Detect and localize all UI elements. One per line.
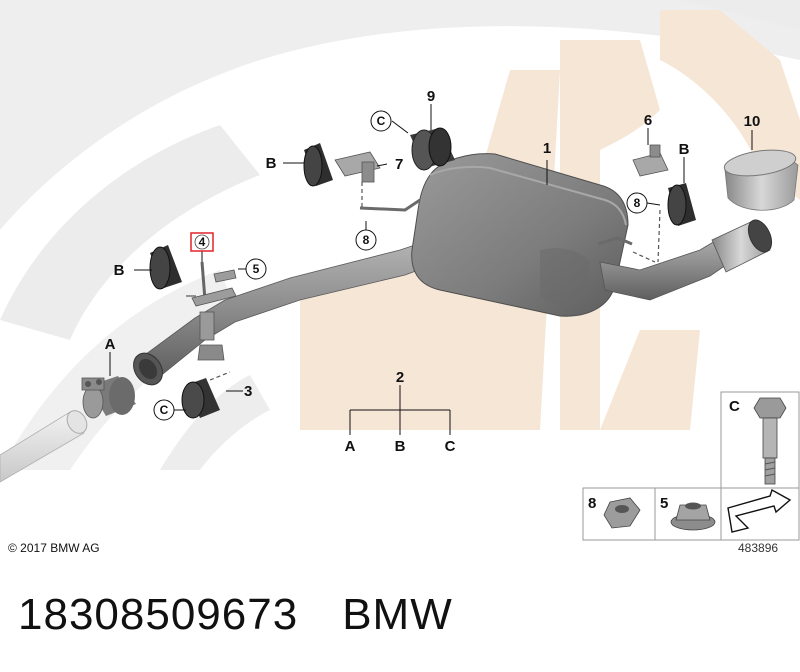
rubber-hanger-b-right [667, 183, 696, 226]
callout-10: 10 [744, 113, 761, 130]
callout-6: 6 [644, 112, 652, 129]
callout-c-top: C [377, 114, 386, 128]
tail-sleeve-10 [723, 149, 799, 211]
rear-muffler [411, 153, 629, 317]
legend-label-c: C [729, 398, 740, 415]
callout-9: 9 [427, 88, 435, 105]
part-caption: 18308509673 BMW [18, 590, 453, 640]
tree-label-a: A [345, 438, 356, 455]
tree-label-c: C [445, 438, 456, 455]
legend-label-5: 5 [660, 495, 668, 512]
circled-callouts: C C 8 8 5 4 [153, 110, 648, 421]
tightening-arrow-icon [727, 488, 792, 533]
fastener-legend: C 8 5 [582, 391, 800, 541]
callout-8-right: 8 [634, 196, 641, 210]
tree-label-b: B [395, 438, 406, 455]
callout-4-highlighted: 4 [199, 235, 206, 249]
exploded-parts-diagram: 1 2 3 9 7 6 10 A B B B A B C C C 8 8 5 4… [0, 0, 800, 541]
flange-nut-icon [670, 502, 716, 531]
rubber-hanger-b-top [303, 143, 333, 187]
callout-5: 5 [253, 262, 260, 276]
hex-bolt-icon [753, 397, 787, 485]
callout-b-left: B [114, 262, 125, 279]
front-pipe [0, 410, 88, 483]
bracket-7 [334, 151, 381, 208]
callout-a: A [105, 336, 116, 353]
callout-7: 7 [395, 156, 403, 173]
image-number: 483896 [738, 541, 779, 555]
brand-name: BMW [342, 590, 453, 639]
callout-labels: 1 2 3 9 7 6 10 A B B B A B C [105, 88, 761, 455]
copyright-notice: © 2017 BMW AG [8, 541, 100, 555]
callout-1: 1 [543, 140, 551, 157]
bracket-6 [632, 144, 669, 177]
hex-nut-icon [603, 497, 641, 529]
bolt-4-and-bracket-5 [186, 261, 237, 307]
callout-b-right: B [679, 141, 690, 158]
rubber-hanger-b-left [149, 245, 182, 290]
callout-2: 2 [396, 369, 404, 386]
rubber-mount-3 [181, 371, 231, 419]
hanger-brackets [359, 198, 661, 263]
rubber-mount-9 [410, 127, 455, 171]
clamp-a [81, 376, 136, 419]
tail-pipe [599, 219, 773, 301]
part-number: 18308509673 [18, 590, 299, 639]
leader-lines [109, 104, 753, 435]
callout-8-left: 8 [363, 233, 370, 247]
callout-c-bottom: C [160, 403, 169, 417]
callout-b-top: B [266, 155, 277, 172]
callout-3: 3 [244, 383, 252, 400]
intermediate-pipe [133, 239, 441, 386]
legend-label-8: 8 [588, 495, 596, 512]
